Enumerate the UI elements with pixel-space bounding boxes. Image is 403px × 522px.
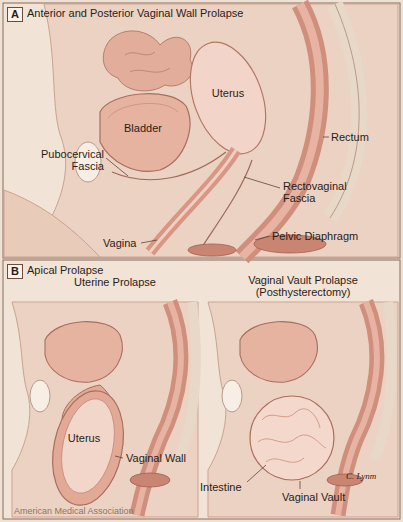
pelvis-sagittal-a <box>112 152 226 180</box>
artist-signature: C. Lynm <box>346 470 390 482</box>
organ-label: Rectum <box>331 131 391 143</box>
leader-line <box>106 158 128 176</box>
pelvis-sagittal-a <box>125 52 170 72</box>
structure-label: Vagina <box>103 237 143 249</box>
pelvis-sagittal-a <box>176 32 280 164</box>
panel-letter: A <box>11 8 19 20</box>
pelvis-sagittal-a <box>103 31 192 91</box>
leader-line <box>247 465 266 482</box>
leader-line <box>300 481 301 489</box>
leader-line <box>323 137 329 138</box>
pelvis-sagittal-a <box>150 150 236 252</box>
organ-label: Uterus <box>203 87 253 99</box>
panel-frame <box>3 3 400 519</box>
pelvis-sagittal-a <box>188 244 236 256</box>
organ-label: Intestine <box>200 481 260 493</box>
vault-prolapse-drawing <box>258 409 326 462</box>
structure-label: Pubocervical Fascia <box>30 148 104 172</box>
pelvis-sagittal-a <box>150 150 236 252</box>
leader-line <box>141 240 157 243</box>
subpanel-title: Uterine Prolapse <box>50 276 180 288</box>
structure-label: Pelvic Diaphragm <box>272 230 382 242</box>
structure-label: Rectovaginal Fascia <box>283 180 359 204</box>
panel-letter-box: AAnterior and Posterior Vaginal Wall Pro… <box>7 7 23 22</box>
structure-label: Vaginal Vault <box>282 491 362 503</box>
subpanel-title: Vaginal Vault Prolapse (Posthysterectomy… <box>238 274 368 298</box>
panel-frame <box>3 260 400 519</box>
uterine-prolapse-drawing <box>130 473 170 487</box>
vault-prolapse-drawing <box>240 322 317 383</box>
watermark: American Medical Association <box>14 505 184 517</box>
pelvis-sagittal-a <box>44 4 398 257</box>
uterine-prolapse-drawing <box>45 322 122 383</box>
panel-letter-box: BApical Prolapse <box>7 264 23 279</box>
panel-title: Anterior and Posterior Vaginal Wall Prol… <box>27 7 243 20</box>
pelvis-sagittal-a <box>4 190 100 257</box>
leader-line <box>255 236 269 240</box>
uterine-prolapse-drawing <box>12 302 198 517</box>
panel-title: Apical Prolapse <box>27 264 103 277</box>
organ-label: Uterus <box>62 432 106 444</box>
uterine-prolapse-drawing <box>30 380 50 412</box>
pelvis-sagittal-a <box>100 94 190 172</box>
leader-line <box>244 177 280 188</box>
vault-prolapse-drawing <box>222 380 242 412</box>
structure-label: Vaginal Wall <box>126 452 196 464</box>
pelvis-sagittal-a <box>108 103 178 118</box>
organ-label: Bladder <box>117 122 169 134</box>
uterine-prolapse-drawing <box>54 394 123 498</box>
uterine-prolapse-drawing <box>12 302 198 517</box>
pelvis-sagittal-a <box>200 160 252 250</box>
leader-line <box>115 456 123 458</box>
pelvis-sagittal-a <box>4 4 398 257</box>
uterine-prolapse-drawing <box>43 384 134 512</box>
panel-letter: B <box>11 265 19 277</box>
vault-prolapse-drawing <box>250 396 334 480</box>
panel-frame <box>3 3 400 258</box>
